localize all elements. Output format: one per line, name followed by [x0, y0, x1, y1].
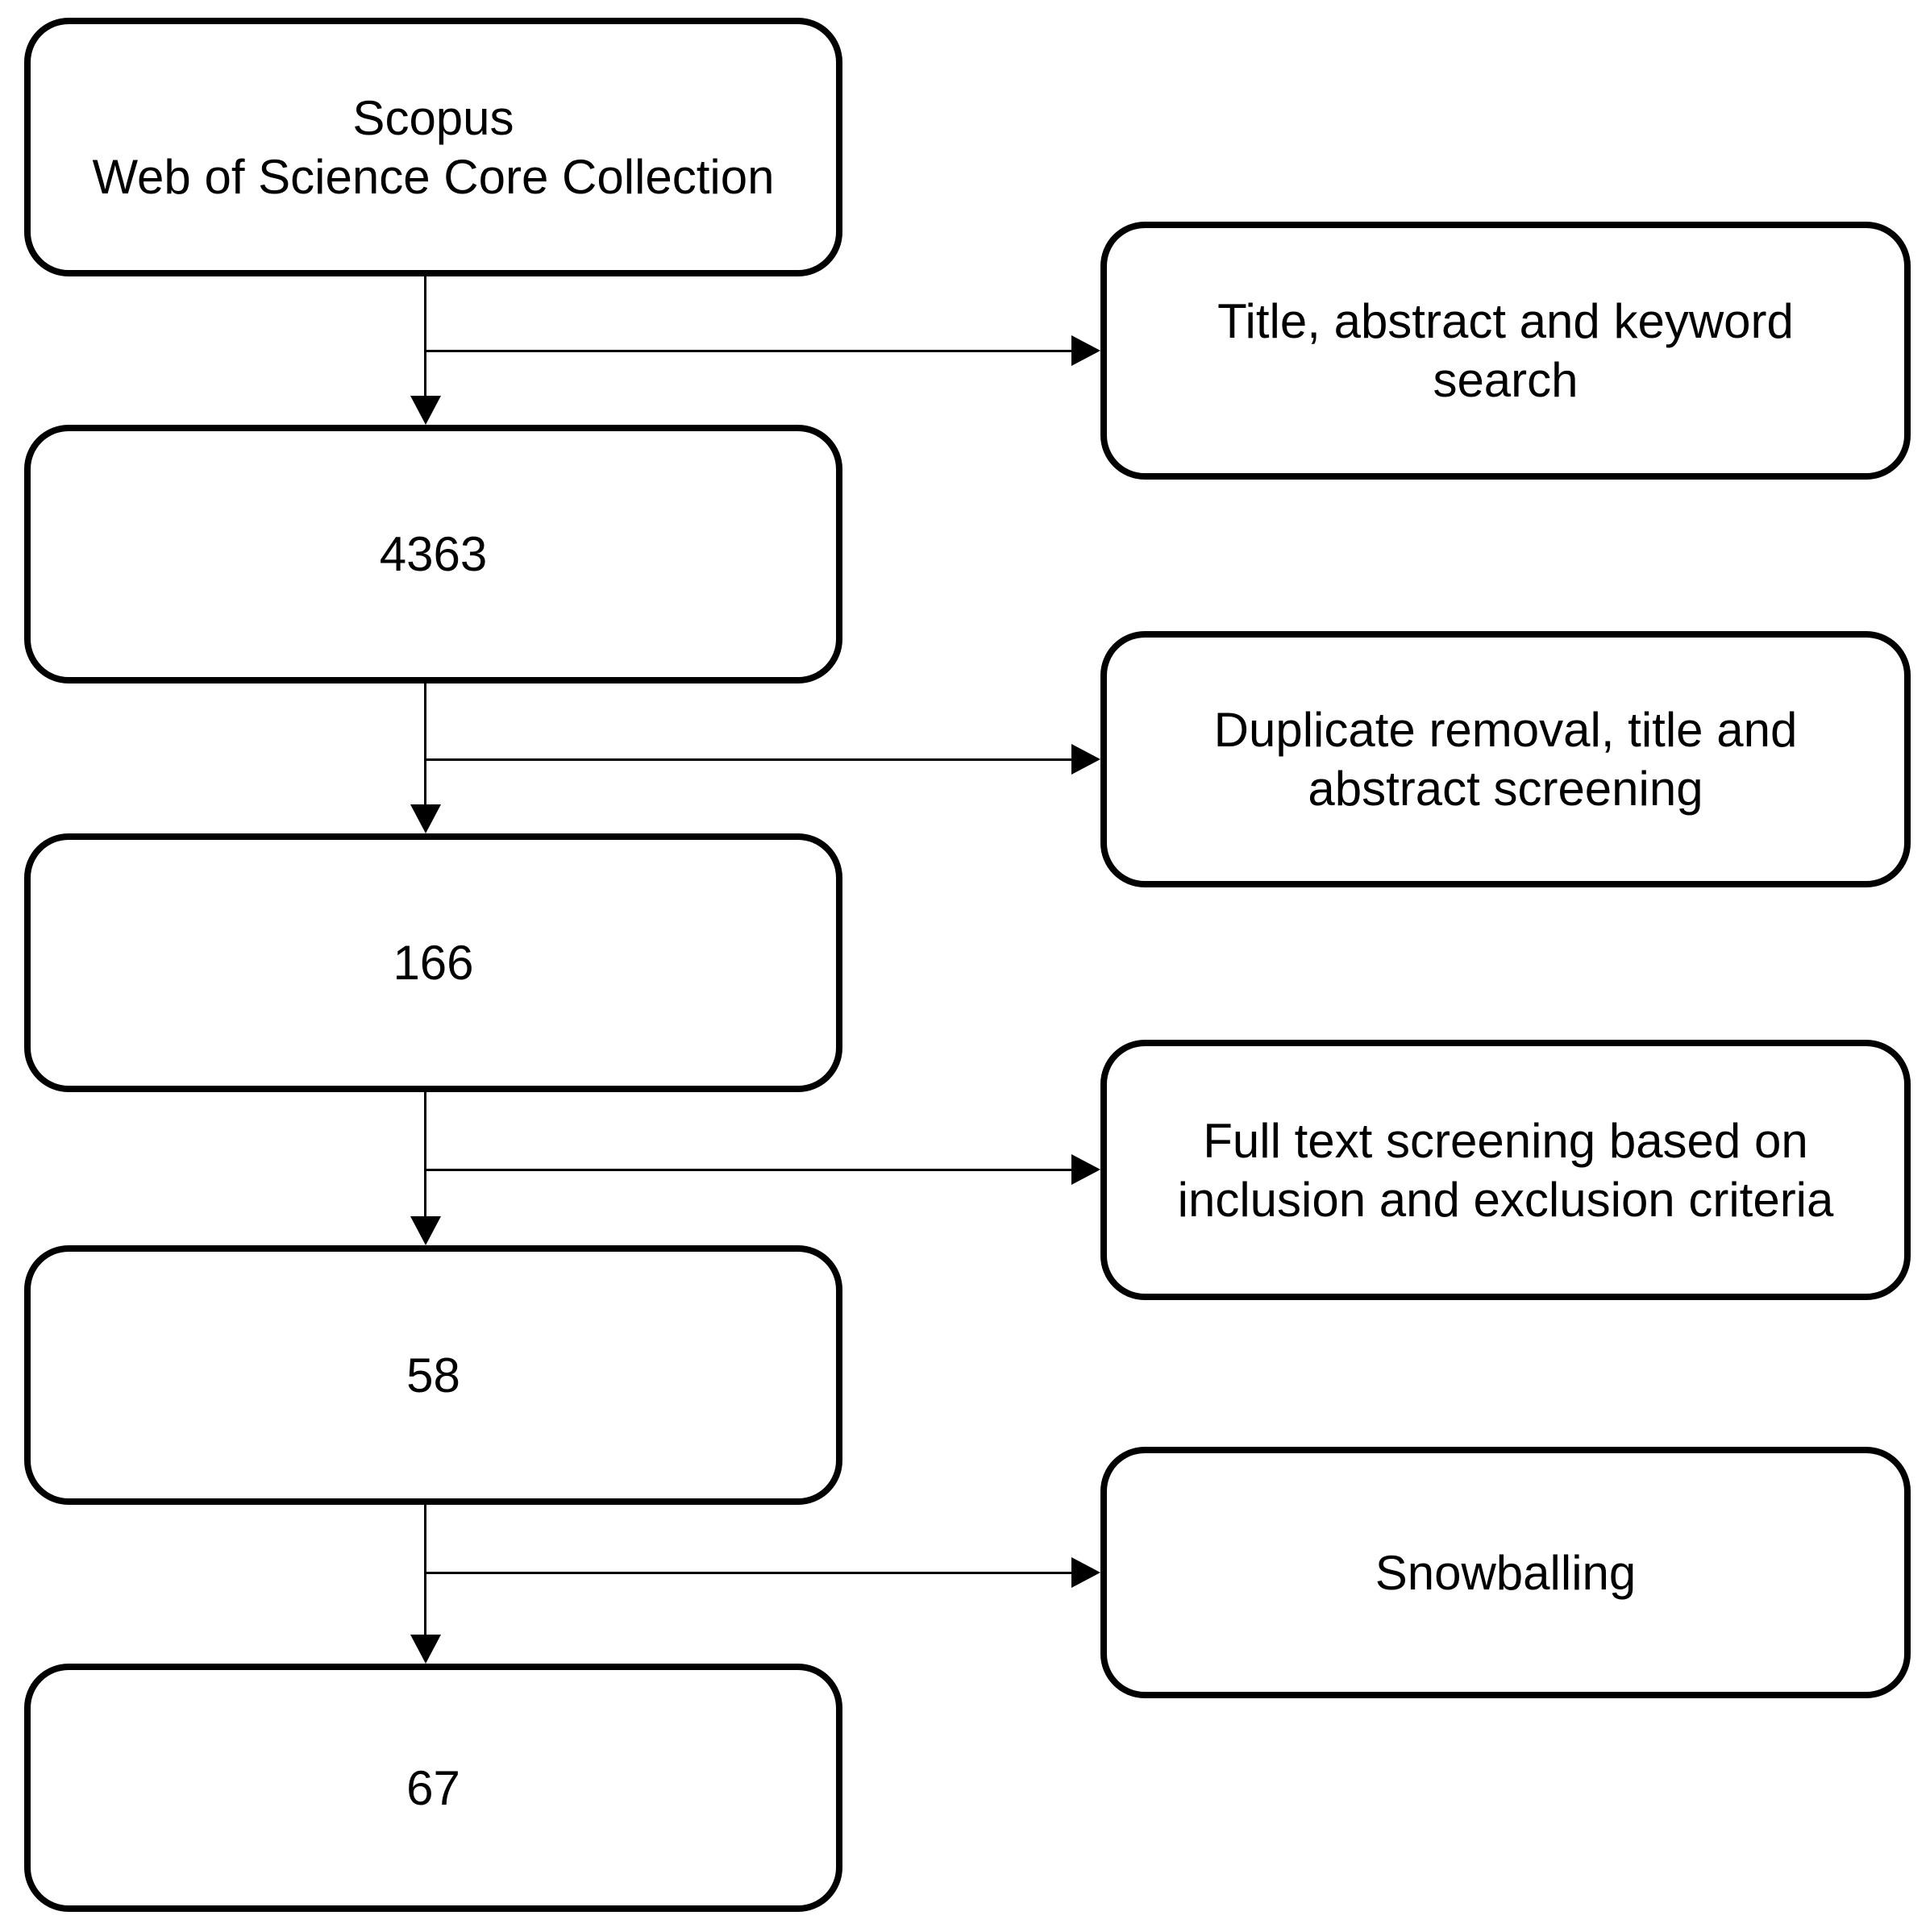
connector-horizontal-line: [426, 350, 1071, 352]
connector-vertical-line: [424, 276, 426, 396]
arrowhead-right-icon: [1071, 1154, 1100, 1185]
connector-vertical-line: [424, 1505, 426, 1635]
process-duplicate-removal-screening-box: Duplicate removal, title and abstract sc…: [1100, 631, 1911, 887]
connector-vertical-line: [424, 1092, 426, 1216]
arrowhead-down-icon: [410, 1216, 441, 1245]
records-after-full-text-screening-box: 58: [24, 1245, 842, 1505]
arrowhead-right-icon: [1071, 1557, 1100, 1588]
arrowhead-right-icon: [1071, 744, 1100, 775]
process-snowballing-box: Snowballing: [1100, 1447, 1911, 1698]
connector-horizontal-line: [426, 758, 1071, 761]
connector-horizontal-line: [426, 1572, 1071, 1574]
arrowhead-down-icon: [410, 804, 441, 833]
records-found-box: 4363: [24, 425, 842, 683]
arrowhead-right-icon: [1071, 335, 1100, 366]
arrowhead-down-icon: [410, 1635, 441, 1664]
records-after-title-abstract-screening-box: 166: [24, 833, 842, 1092]
source-databases-box: Scopus Web of Science Core Collection: [24, 18, 842, 276]
arrowhead-down-icon: [410, 396, 441, 425]
final-included-records-box: 67: [24, 1664, 842, 1912]
connector-vertical-line: [424, 683, 426, 804]
process-full-text-screening-box: Full text screening based on inclusion a…: [1100, 1040, 1911, 1300]
process-title-abstract-keyword-search-box: Title, abstract and keyword search: [1100, 222, 1911, 480]
connector-horizontal-line: [426, 1169, 1071, 1171]
